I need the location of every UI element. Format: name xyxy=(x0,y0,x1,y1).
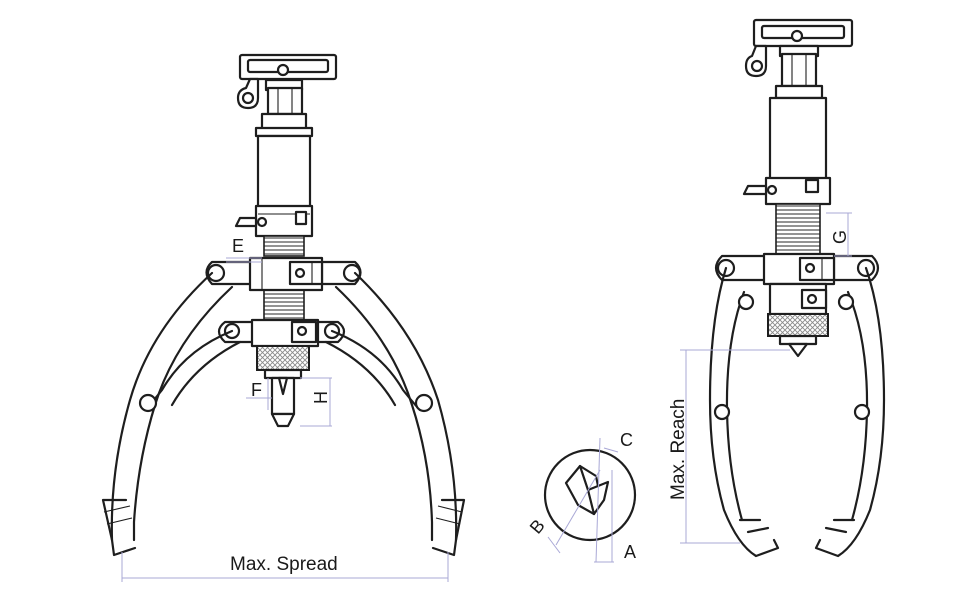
right-upper-crosshead xyxy=(714,252,880,286)
right-threaded-shaft xyxy=(775,203,821,257)
left-knurled-nut xyxy=(256,345,310,371)
left-arm-left xyxy=(101,271,242,557)
right-cylinder xyxy=(742,96,832,206)
dimension-g-label: G xyxy=(830,230,850,244)
right-dimension-lines xyxy=(680,212,852,544)
left-threaded-shaft-lower xyxy=(263,289,305,321)
max-spread-label: Max. Spread xyxy=(230,554,338,575)
left-pump-head xyxy=(236,53,338,138)
left-puller-view: Max. Spread E F H xyxy=(101,53,466,582)
left-upper-crosshead xyxy=(205,256,362,292)
dimension-e-label: E xyxy=(232,236,244,256)
right-knurled-nut xyxy=(767,313,829,337)
dimension-a-label: A xyxy=(624,542,636,562)
left-threaded-shaft-upper xyxy=(263,235,305,257)
left-cylinder xyxy=(234,134,314,238)
dimension-h-label: H xyxy=(311,391,331,404)
dimension-c-label: C xyxy=(620,430,633,450)
right-arm-left xyxy=(708,266,780,558)
left-arm-right xyxy=(324,271,466,557)
jaw-tip-detail: C B A xyxy=(526,430,637,563)
right-arm-right xyxy=(814,266,886,558)
dimension-f-label: F xyxy=(251,380,262,400)
left-dimension-lines xyxy=(121,257,449,582)
max-reach-label: Max. Reach xyxy=(668,399,689,500)
right-puller-view: Max. Reach G xyxy=(668,18,886,558)
dimension-b-label: B xyxy=(526,516,549,538)
left-lower-crosshead xyxy=(217,318,346,348)
right-pump-head xyxy=(744,18,854,100)
